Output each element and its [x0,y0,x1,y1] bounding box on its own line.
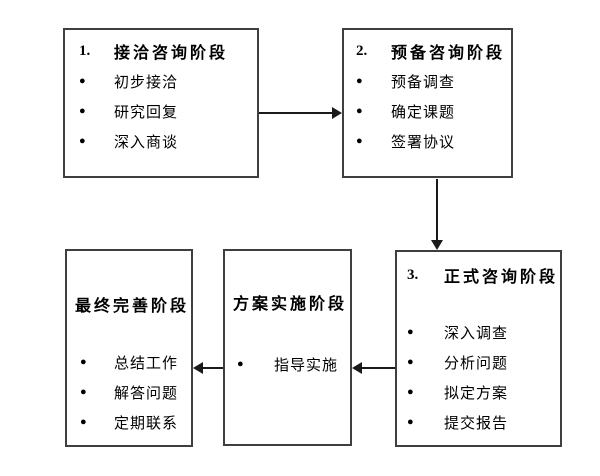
list-item: ● 提交报告 [407,407,560,437]
arrow-2-to-3-line [436,179,438,241]
stage-box-preparation: 2. 预备咨询阶段 ● 预备调查 ● 确定课题 ● 签署协议 [342,28,513,178]
bullet-icon: ● [356,104,363,117]
arrow-4-to-5-line [203,367,223,369]
arrow-left-icon [193,362,203,374]
stage-item: 研究回复 [114,104,179,121]
stage-title: 预备咨询阶段 [391,45,506,62]
stage-item: 初步接洽 [114,74,179,91]
stage-box-implementation: 方案实施阶段 ● 指导实施 [223,249,352,446]
bullet-icon: ● [80,355,87,368]
stage-title-row: 1. 接洽咨询阶段 [79,36,257,66]
list-item: ● 拟定方案 [407,377,560,407]
stage-item: 拟定方案 [444,385,509,402]
list-item: ● 研究回复 [79,96,257,126]
stage-title-row: 最终完善阶段 [75,289,191,319]
stage-title: 最终完善阶段 [75,298,190,315]
stage-item: 深入商谈 [114,134,179,151]
list-item: ● 预备调查 [356,66,511,96]
stage-item: 确定课题 [391,104,456,121]
bullet-icon: ● [356,134,363,147]
bullet-icon: ● [356,74,363,87]
list-item: ● 初步接洽 [79,66,257,96]
spacer [233,317,350,349]
stage-title-row: 3. 正式咨询阶段 [407,260,560,290]
stage-item: 签署协议 [391,134,456,151]
list-item: ● 深入调查 [407,317,560,347]
stage-item: 深入调查 [444,325,509,342]
stage-number: 2. [356,42,368,59]
bullet-icon: ● [407,355,414,368]
arrow-left-icon [352,362,362,374]
stage-box-formal-consulting: 3. 正式咨询阶段 ● 深入调查 ● 分析问题 ● 拟定方案 ● 提交报告 [395,250,562,447]
arrow-1-to-2-line [259,112,333,114]
stage-item: 总结工作 [114,355,179,372]
arrow-right-icon [332,107,342,119]
list-item: ● 指导实施 [233,349,350,379]
bullet-icon: ● [79,134,86,147]
list-item: ● 解答问题 [75,377,191,407]
stage-title: 接洽咨询阶段 [114,45,229,62]
bullet-icon: ● [79,104,86,117]
spacer [407,290,560,317]
stage-box-initial-contact: 1. 接洽咨询阶段 ● 初步接洽 ● 研究回复 ● 深入商谈 [63,28,259,178]
stage-item: 定期联系 [114,415,179,432]
stage-title-row: 方案实施阶段 [233,287,350,317]
list-item: ● 定期联系 [75,407,191,437]
bullet-icon: ● [80,385,87,398]
list-item: ● 分析问题 [407,347,560,377]
list-item: ● 深入商谈 [79,126,257,156]
bullet-icon: ● [237,357,244,370]
stage-title: 方案实施阶段 [233,296,348,313]
stage-box-final-improvement: 最终完善阶段 ● 总结工作 ● 解答问题 ● 定期联系 [65,249,193,447]
stage-item: 解答问题 [114,385,179,402]
stage-item: 指导实施 [274,357,339,374]
list-item: ● 签署协议 [356,126,511,156]
stage-item: 预备调查 [391,74,456,91]
bullet-icon: ● [80,415,87,428]
bullet-icon: ● [407,385,414,398]
arrow-down-icon [431,240,443,250]
arrow-3-to-4-line [362,367,395,369]
stage-title-row: 2. 预备咨询阶段 [356,36,511,66]
bullet-icon: ● [407,325,414,338]
spacer [75,319,191,347]
stage-number: 1. [79,42,91,59]
stage-title: 正式咨询阶段 [444,269,559,286]
list-item: ● 总结工作 [75,347,191,377]
bullet-icon: ● [407,415,414,428]
list-item: ● 确定课题 [356,96,511,126]
bullet-icon: ● [79,74,86,87]
stage-item: 提交报告 [444,415,509,432]
stage-item: 分析问题 [444,355,509,372]
stage-number: 3. [407,266,419,283]
